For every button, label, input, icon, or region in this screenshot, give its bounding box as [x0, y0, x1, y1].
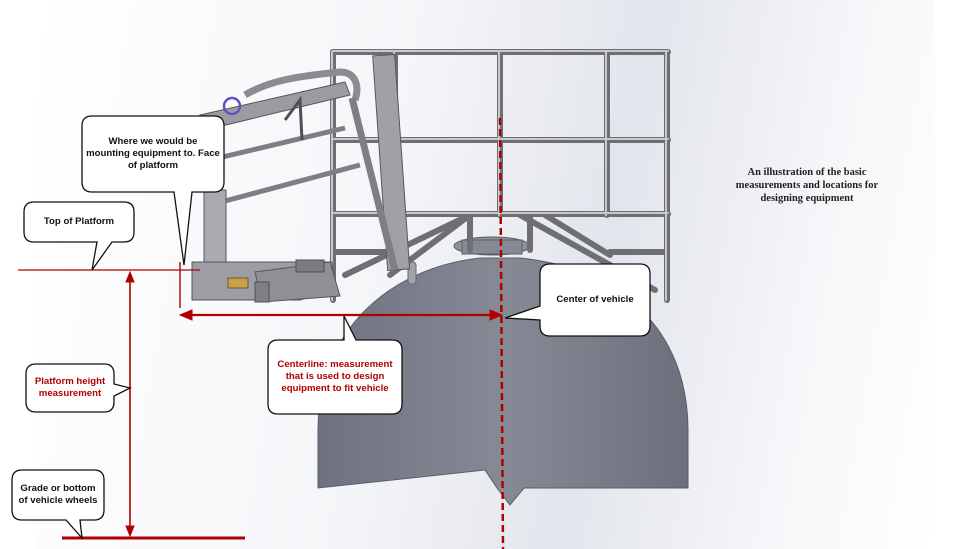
callout-bubbles	[11, 115, 651, 540]
callout-platform-height: Platform height measurement	[34, 376, 106, 399]
callout-grade: Grade or bottom of vehicle wheels	[18, 483, 98, 506]
lift-arm-assembly	[191, 53, 411, 303]
measurement-lines	[18, 117, 505, 549]
callout-centerline: Centerline: measurement that is used to …	[277, 359, 393, 394]
bubble-platform-height	[25, 363, 132, 413]
diagram-caption: An illustration of the basic measurement…	[735, 167, 879, 204]
bubble-centerline	[267, 315, 403, 415]
callout-center-vehicle: Center of vehicle	[556, 294, 634, 305]
callout-top-platform: Top of Platform	[43, 216, 115, 227]
bubble-top-platform	[23, 201, 135, 271]
vehicle-centerline	[498, 117, 505, 549]
bubble-center-vehicle	[504, 263, 651, 337]
callout-mount-face: Where we would be mounting equipment to.…	[86, 136, 220, 171]
bubble-grade	[11, 469, 105, 540]
bubble-mount-face	[81, 115, 225, 266]
